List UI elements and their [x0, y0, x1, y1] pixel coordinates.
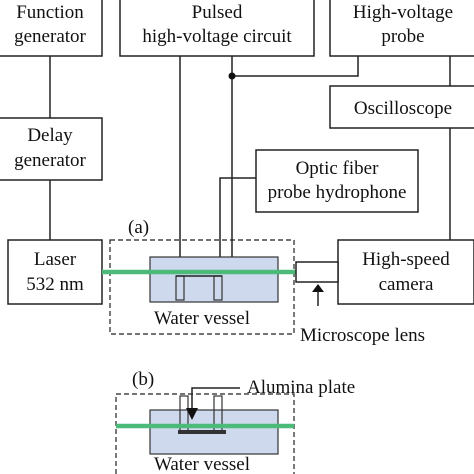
- function-generator-block: Function generator: [0, 0, 103, 57]
- hv-probe-line1: High-voltage: [353, 2, 453, 23]
- alumina-arrow-icon: [186, 408, 198, 420]
- water-vessel-b-label: Water vessel: [154, 454, 250, 474]
- pulsed-circuit-block: Pulsed high-voltage circuit: [119, 0, 315, 57]
- lens-arrow-icon: [312, 284, 324, 292]
- hv-probe-line2: probe: [381, 26, 424, 47]
- hv-probe-block: High-voltage probe: [329, 0, 474, 57]
- water-vessel-a: [149, 256, 279, 303]
- lens-body: [295, 261, 339, 283]
- wiring: [49, 56, 451, 276]
- laser-line2: 532 nm: [26, 274, 84, 295]
- pulsed-circuit-line2: high-voltage circuit: [142, 26, 292, 47]
- function-generator-line1: Function: [16, 2, 84, 23]
- water-vessel-a-label: Water vessel: [154, 308, 250, 329]
- camera-line2: camera: [379, 274, 434, 295]
- panel-b-frame: [115, 393, 295, 474]
- laser-block: Laser 532 nm: [7, 239, 103, 305]
- delay-generator-line1: Delay: [27, 125, 73, 146]
- delay-generator-block: Delay generator: [0, 117, 103, 181]
- laser-line1: Laser: [34, 249, 77, 270]
- panel-b-label: (b): [132, 369, 154, 390]
- hydrophone-block: Optic fiber probe hydrophone: [255, 149, 419, 213]
- camera-line1: High-speed: [362, 249, 450, 270]
- microscope-lens: Microscope lens: [295, 261, 425, 346]
- alumina-plate: [178, 430, 226, 434]
- alumina-plate-label: Alumina plate: [247, 377, 355, 398]
- junction-dot: [228, 72, 236, 80]
- microscope-lens-label: Microscope lens: [300, 325, 425, 346]
- function-generator-line2: generator: [14, 26, 86, 47]
- water-vessel-b: [149, 395, 279, 455]
- camera-block: High-speed camera: [337, 239, 474, 305]
- oscilloscope-label: Oscilloscope: [354, 98, 452, 119]
- panel-a-frame: [109, 239, 295, 335]
- delay-generator-line2: generator: [14, 150, 86, 171]
- hydrophone-line1: Optic fiber: [296, 158, 380, 179]
- oscilloscope-block: Oscilloscope: [329, 85, 474, 129]
- panel-a-label: (a): [128, 217, 149, 238]
- hydrophone-line2: probe hydrophone: [268, 182, 407, 203]
- pulsed-circuit-line1: Pulsed: [192, 2, 243, 23]
